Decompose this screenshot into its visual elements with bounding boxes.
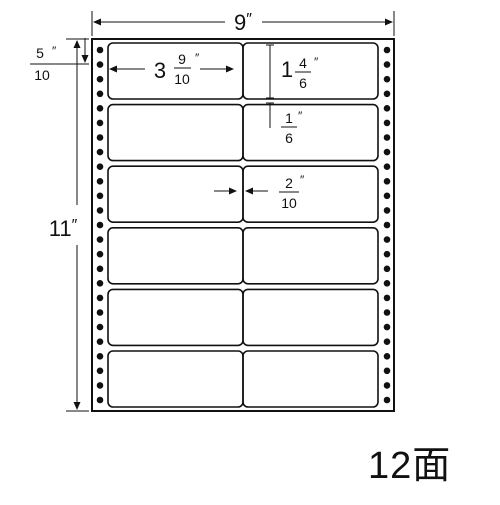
top-margin-dimension: 5 ″ 10 [30,38,89,83]
feed-hole-right-3 [383,75,391,83]
label-width-mark: ″ [195,51,200,65]
top-margin-denominator: 10 [34,67,50,83]
feed-hole-left-1 [96,46,104,54]
feed-hole-left-10 [96,178,104,185]
feed-hole-left-24 [96,382,104,389]
horizontal-gap-denominator: 10 [281,195,297,211]
feed-hole-right-19 [383,309,391,316]
feed-hole-left-23 [96,367,104,375]
feed-hole-left-7 [96,134,104,141]
feed-hole-right-5 [383,105,391,112]
feed-hole-left-15 [96,250,104,258]
feed-hole-right-13 [383,221,391,229]
feed-hole-right-4 [383,90,391,98]
horizontal-gap-dimension: 2 10 ″ [214,173,305,211]
sheet-height-mark: ″ [72,217,78,234]
label-width-whole: 3 [154,58,166,83]
feed-hole-right-10 [383,178,391,185]
label-r6-c1 [107,350,244,408]
vertical-gap-denominator: 6 [285,130,293,146]
label-r3-c2 [242,165,379,223]
feed-hole-left-11 [96,192,104,200]
label-r1-c2 [242,42,379,100]
label-height-denominator: 6 [299,75,307,91]
feed-hole-right-25 [383,396,391,404]
feed-hole-left-14 [96,236,104,243]
vertical-gap-dimension: 1 6 ″ [266,102,303,146]
top-margin-numerator: 5 [36,45,44,61]
top-margin-mark: ″ [52,44,57,58]
feed-hole-right-15 [383,250,391,258]
feed-hole-right-1 [383,46,391,54]
feed-hole-left-17 [96,280,104,287]
feed-hole-left-9 [96,163,104,170]
feed-hole-left-21 [96,338,104,346]
label-height-numerator: 4 [299,55,307,71]
label-r6-c2 [242,350,379,408]
label-width-dimension: 3 9 10 ″ [109,51,234,87]
sheet-width-mark: ″ [246,11,252,28]
feed-hole-left-12 [96,207,104,214]
feed-hole-right-22 [383,353,391,360]
width-dimension: 9″ [91,10,395,36]
feed-hole-right-20 [383,323,391,331]
feed-hole-right-16 [383,265,391,273]
feed-hole-right-14 [383,236,391,243]
label-r2-c1 [107,103,244,162]
horizontal-gap-mark: ″ [300,173,305,187]
label-r5-c2 [242,288,379,347]
svg-text:11″: 11″ [49,216,78,241]
feed-hole-left-13 [96,221,104,229]
horizontal-gap-numerator: 2 [285,175,293,191]
label-r5-c1 [107,288,244,347]
label-r3-c1 [107,165,244,223]
feed-hole-left-22 [96,353,104,360]
feed-hole-left-4 [96,90,104,98]
label-r2-c2 [242,103,379,162]
label-r4-c1 [107,227,244,285]
feed-hole-left-20 [96,323,104,331]
feed-hole-right-9 [383,163,391,170]
feed-hole-left-3 [96,75,104,83]
vertical-gap-numerator: 1 [285,110,293,126]
feed-hole-right-18 [383,294,391,302]
feed-hole-right-6 [383,119,391,127]
feed-hole-right-12 [383,207,391,214]
sheet-width-value: 9 [234,10,246,35]
feed-hole-right-24 [383,382,391,389]
vertical-gap-mark: ″ [298,109,303,123]
height-dimension: 11″ [49,38,89,412]
label-height-whole: 1 [281,57,293,82]
feed-hole-left-16 [96,265,104,273]
label-r4-c2 [242,227,379,285]
feed-hole-left-5 [96,105,104,112]
feed-hole-left-18 [96,294,104,302]
svg-text:9″: 9″ [234,10,252,35]
feed-hole-right-7 [383,134,391,141]
feed-hole-left-6 [96,119,104,127]
sheet-outline [91,38,395,412]
feed-hole-right-11 [383,192,391,200]
label-grid [107,42,379,408]
feed-hole-left-25 [96,396,104,404]
label-width-denominator: 10 [174,71,190,87]
feed-hole-left-2 [96,61,104,68]
feed-hole-right-21 [383,338,391,346]
feed-holes-right [383,46,391,404]
feed-hole-right-8 [383,148,391,156]
feed-hole-right-2 [383,61,391,68]
label-width-numerator: 9 [178,51,186,67]
feed-holes-left [96,46,104,404]
label-height-dimension: 1 4 6 ″ [266,44,319,99]
label-count-title: 12面 [368,445,452,487]
feed-hole-right-17 [383,280,391,287]
sheet-height-value: 11 [49,216,72,241]
label-height-mark: ″ [314,55,319,69]
feed-hole-left-8 [96,148,104,156]
feed-hole-right-23 [383,367,391,375]
feed-hole-left-19 [96,309,104,316]
